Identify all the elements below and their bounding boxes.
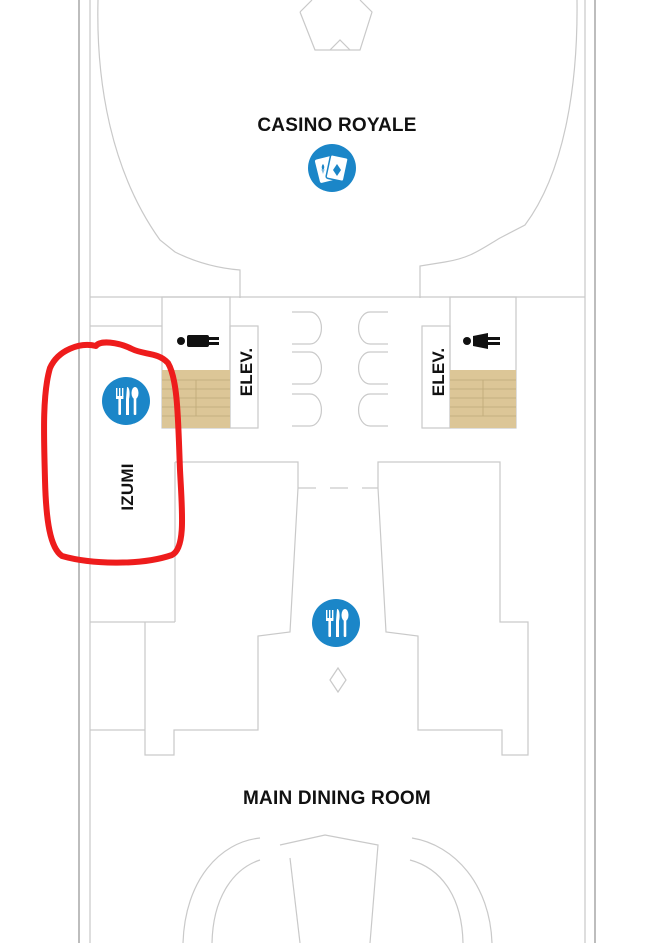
- left-elevator-label: ELEV.: [237, 348, 256, 397]
- main-dining-room-outline: [90, 461, 529, 943]
- izumi-dining-icon: [102, 377, 150, 425]
- right-stairs: [450, 370, 516, 428]
- izumi-highlight-circle: [41, 339, 186, 566]
- right-core-block: ELEV.: [421, 296, 517, 429]
- hull-walls: [78, 0, 596, 943]
- playing-cards-icon: [308, 144, 356, 192]
- casino-label: CASINO ROYALE: [257, 115, 416, 136]
- right-elevator-label: ELEV.: [429, 348, 448, 397]
- main-dining-label: MAIN DINING ROOM: [243, 788, 431, 809]
- izumi-label: IZUMI: [118, 463, 137, 510]
- central-corridor: [292, 311, 388, 427]
- main-dining-icon: [312, 599, 360, 647]
- women-restroom-icon: [463, 333, 500, 349]
- men-restroom-icon: [177, 335, 219, 347]
- izumi-room-outline: [90, 325, 176, 623]
